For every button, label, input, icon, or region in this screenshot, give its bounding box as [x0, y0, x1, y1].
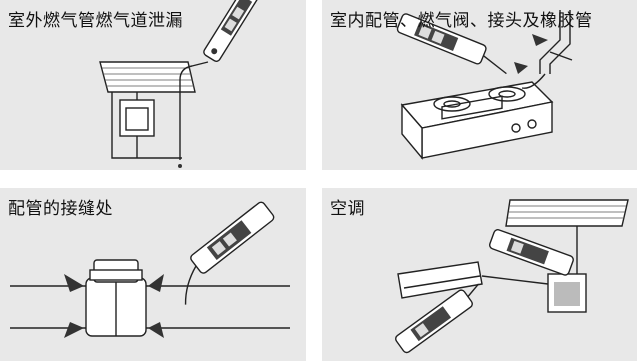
panel-indoor-pipes: 室内配管、燃气阀、接头及橡胶管	[322, 0, 637, 170]
panel-title: 室内配管、燃气阀、接头及橡胶管	[330, 11, 593, 31]
outdoor-gas-illustration	[99, 0, 261, 168]
panel-title: 室外燃气管燃气道泄漏	[8, 11, 183, 31]
panel-title: 空调	[330, 199, 365, 219]
pipe-joint-illustration	[10, 201, 290, 338]
panel-air-conditioner: 空调	[322, 188, 637, 361]
panel-pipe-joints: 配管的接缝处	[0, 188, 306, 361]
air-conditioner-illustration	[395, 199, 629, 354]
indoor-gas-illustration	[396, 10, 573, 160]
panel-outdoor-gas-pipe: 室外燃气管燃气道泄漏	[0, 0, 306, 170]
panel-title: 配管的接缝处	[8, 199, 113, 219]
